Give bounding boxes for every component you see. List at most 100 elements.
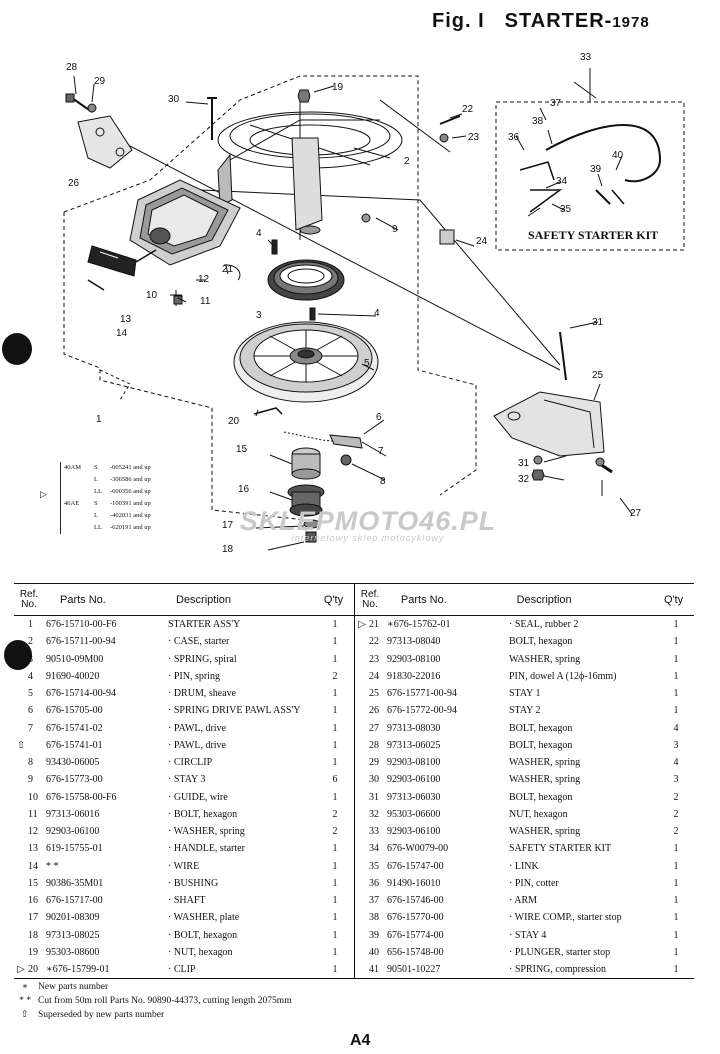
parts-no-cell: 90386-35M01: [46, 877, 104, 889]
parts-no-cell: 92903-06100: [387, 774, 441, 786]
qty-cell: 1: [332, 791, 338, 803]
callout-40: 40: [612, 150, 624, 161]
row-mark: ⇧: [16, 739, 26, 751]
ref-no-cell: 9: [28, 774, 33, 786]
description-cell: BOLT, hexagon: [509, 739, 573, 751]
description-cell: WASHER, spring: [509, 757, 581, 769]
variant-serial: -620191 and up: [110, 524, 151, 531]
description-cell: · SPRING DRIVE PAWL ASS'Y: [168, 705, 301, 717]
variant-serial: -306586 and up: [110, 476, 151, 483]
parts-no-cell: 676-15773-00: [46, 774, 103, 786]
parts-no-cell: 92903-06100: [387, 826, 441, 838]
callout-10: 10: [146, 290, 158, 301]
qty-cell: 2: [332, 808, 338, 820]
description-cell: · PIN, spring: [168, 670, 220, 682]
description-cell: · ARM: [509, 895, 538, 907]
ref-no-cell: 10: [28, 791, 38, 803]
parts-no-cell: 676-15711-00-94: [46, 636, 116, 648]
variant-size: LL: [94, 488, 102, 495]
description-cell: · SHAFT: [168, 895, 206, 907]
ref-no-cell: 13: [28, 843, 38, 855]
ref-no-cell: 37: [369, 895, 379, 907]
ref-no-cell: 20: [28, 964, 38, 976]
description-cell: WASHER, spring: [509, 826, 581, 838]
callout-11: 11: [200, 296, 211, 307]
ref-no-cell: 5: [28, 688, 33, 700]
ref-no-cell: 34: [369, 843, 379, 855]
callout-38: 38: [532, 116, 544, 127]
qty-cell: 1: [332, 946, 338, 958]
parts-no-cell: 676-15741-02: [46, 722, 103, 734]
variant-row: L-402031 and up: [64, 510, 151, 522]
spiral-spring: [267, 259, 345, 301]
callout-31: 31: [518, 458, 530, 469]
description-cell: · NUT, hexagon: [168, 946, 233, 958]
header-group-left: Ref. No. Parts No. Description Q'ty: [14, 589, 354, 610]
description-cell: · PAWL, drive: [168, 739, 226, 751]
qty-cell: 1: [332, 877, 338, 889]
qty-cell: 2: [673, 826, 679, 838]
ref-no-cell: 30: [369, 774, 379, 786]
qty-cell: 1: [332, 912, 338, 924]
description-cell: STARTER ASS'Y: [168, 619, 241, 631]
variant-serial: -005241 and up: [110, 464, 151, 471]
ref-no-cell: 31: [369, 791, 379, 803]
qty-cell: 1: [673, 946, 679, 958]
parts-no-cell: 93430-06005: [46, 757, 100, 769]
qty-cell: 1: [673, 895, 679, 907]
qty-cell: 1: [673, 912, 679, 924]
ref-no-cell: 33: [369, 826, 379, 838]
callout-17: 17: [222, 520, 234, 531]
footnote-symbol: ⇧: [21, 1010, 29, 1020]
header-qty: Q'ty: [323, 593, 344, 606]
variant-size: L: [94, 476, 98, 483]
qty-cell: 1: [332, 722, 338, 734]
description-cell: · CASE, starter: [168, 636, 230, 648]
parts-no-cell: 676-15705-00: [46, 705, 103, 717]
callout-5: 5: [364, 358, 370, 369]
footnote-text: New parts number: [38, 982, 109, 992]
parts-no-cell: 97313-08030: [387, 722, 441, 734]
parts-no-cell: 676-15772-00-94: [387, 705, 457, 717]
parts-no-cell: 91690-40020: [46, 670, 100, 682]
qty-cell: 1: [673, 877, 679, 889]
callout-6: 6: [376, 412, 382, 423]
parts-no-cell: 656-15748-00: [387, 946, 444, 958]
qty-cell: 2: [673, 791, 679, 803]
callout-30: 30: [168, 94, 180, 105]
qty-cell: 3: [673, 774, 679, 786]
qty-cell: 1: [673, 636, 679, 648]
ref-no-cell: 11: [28, 808, 38, 820]
qty-cell: 1: [332, 929, 338, 941]
parts-no-cell: 90201-08309: [46, 912, 100, 924]
ref-no-cell: 15: [28, 877, 38, 889]
footnote: ∗New parts number: [18, 980, 292, 994]
variant-size: L: [94, 512, 98, 519]
variant-row: L -306586 and up: [64, 474, 151, 486]
description-cell: BOLT, hexagon: [509, 722, 573, 734]
callout-27: 27: [630, 508, 642, 519]
parts-no-cell: 92903-08100: [387, 757, 441, 769]
ref-no-cell: 32: [369, 808, 379, 820]
parts-no-cell: ∗676-15799-01: [46, 964, 110, 976]
fig-name: STARTER: [504, 10, 605, 32]
ref-no-cell: 18: [28, 929, 38, 941]
description-cell: WASHER, spring: [509, 774, 581, 786]
callout-labels: 1234456789101112131415161718192021222324…: [66, 52, 642, 555]
description-cell: PIN, dowel A (12ϕ-16mm): [509, 670, 617, 682]
